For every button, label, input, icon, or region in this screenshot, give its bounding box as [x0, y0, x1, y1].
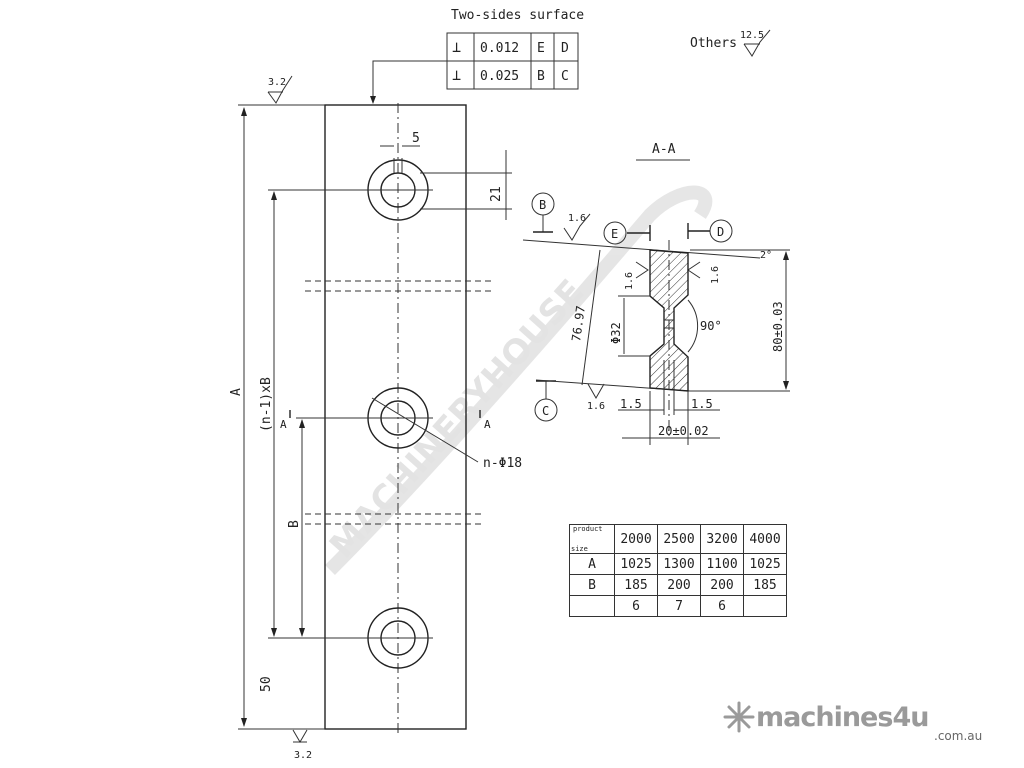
machines4u-logo: machines4u .com.au: [722, 700, 982, 743]
svg-text:1.6: 1.6: [624, 272, 635, 290]
section-view: A-A B C E D 1.6 1.6 1.6 1.6 2°: [522, 142, 790, 445]
star-icon: [723, 701, 755, 733]
table-row: B 185 200 200 185: [569, 574, 787, 596]
table-cell: 200: [657, 574, 701, 596]
svg-text:0.012: 0.012: [480, 41, 519, 56]
table-cell: 6: [700, 595, 744, 617]
svg-text:Others: Others: [690, 36, 737, 51]
table-cell: [743, 595, 787, 617]
svg-text:(n-1)xB: (n-1)xB: [259, 377, 274, 432]
table-cell: 7: [657, 595, 701, 617]
svg-text:3.2: 3.2: [294, 750, 312, 761]
svg-text:A: A: [229, 388, 244, 396]
svg-text:5: 5: [412, 131, 420, 146]
svg-text:0.025: 0.025: [480, 69, 519, 84]
svg-text:1.5: 1.5: [620, 397, 642, 411]
svg-text:C: C: [542, 404, 549, 418]
tolerance-frame: ⊥ 0.012 E D ⊥ 0.025 B C: [370, 32, 579, 104]
svg-text:E: E: [537, 41, 545, 56]
svg-text:1.6: 1.6: [710, 266, 721, 284]
svg-text:90°: 90°: [700, 319, 722, 333]
row-label: A: [569, 553, 615, 575]
logo-name: machines4u: [756, 701, 929, 733]
column-header: 4000: [743, 524, 787, 554]
table-cell: 185: [614, 574, 658, 596]
table-corner: product size: [569, 524, 615, 554]
column-header: 2000: [614, 524, 658, 554]
table-cell: 185: [743, 574, 787, 596]
table-cell: 1100: [700, 553, 744, 575]
svg-text:1.5: 1.5: [691, 397, 713, 411]
surface-title: Two-sides surface: [451, 8, 584, 23]
svg-text:A: A: [484, 418, 491, 431]
svg-text:B: B: [287, 520, 302, 528]
svg-text:50: 50: [259, 676, 274, 692]
table-row: A 1025 1300 1100 1025: [569, 553, 787, 575]
svg-text:Φ32: Φ32: [609, 322, 623, 344]
svg-text:⊥: ⊥: [452, 66, 461, 84]
spec-table: product size 2000 2500 3200 4000 A 1025 …: [569, 524, 787, 617]
svg-text:2°: 2°: [760, 250, 772, 261]
svg-text:A: A: [280, 418, 287, 431]
svg-text:20±0.02: 20±0.02: [658, 424, 709, 438]
column-header: 2500: [657, 524, 701, 554]
others-roughness: Others 12.5: [690, 29, 771, 57]
svg-text:12.5: 12.5: [740, 30, 764, 41]
svg-text:80±0.03: 80±0.03: [771, 301, 785, 352]
svg-text:C: C: [561, 69, 569, 84]
svg-text:B: B: [537, 69, 545, 84]
table-header-row: product size 2000 2500 3200 4000: [569, 524, 787, 554]
svg-text:⊥: ⊥: [452, 38, 461, 56]
table-cell: 1025: [614, 553, 658, 575]
svg-text:A-A: A-A: [652, 142, 676, 157]
front-view: 3.2 A 5 21: [229, 75, 522, 761]
svg-text:D: D: [717, 225, 724, 239]
table-cell: 1300: [657, 553, 701, 575]
svg-text:n-Φ18: n-Φ18: [483, 456, 522, 471]
table-row: 6 7 6: [569, 595, 787, 617]
svg-text:21: 21: [489, 186, 504, 202]
logo-domain: .com.au: [934, 729, 983, 743]
row-label: [569, 595, 615, 617]
svg-text:D: D: [561, 41, 569, 56]
svg-text:1.6: 1.6: [587, 401, 605, 412]
column-header: 3200: [700, 524, 744, 554]
table-cell: 1025: [743, 553, 787, 575]
svg-text:E: E: [611, 227, 618, 241]
row-label: B: [569, 574, 615, 596]
svg-text:1.6: 1.6: [568, 213, 586, 224]
table-cell: 6: [614, 595, 658, 617]
svg-text:B: B: [539, 198, 546, 212]
svg-text:76.97: 76.97: [569, 305, 588, 343]
table-cell: 200: [700, 574, 744, 596]
svg-text:3.2: 3.2: [268, 77, 286, 88]
